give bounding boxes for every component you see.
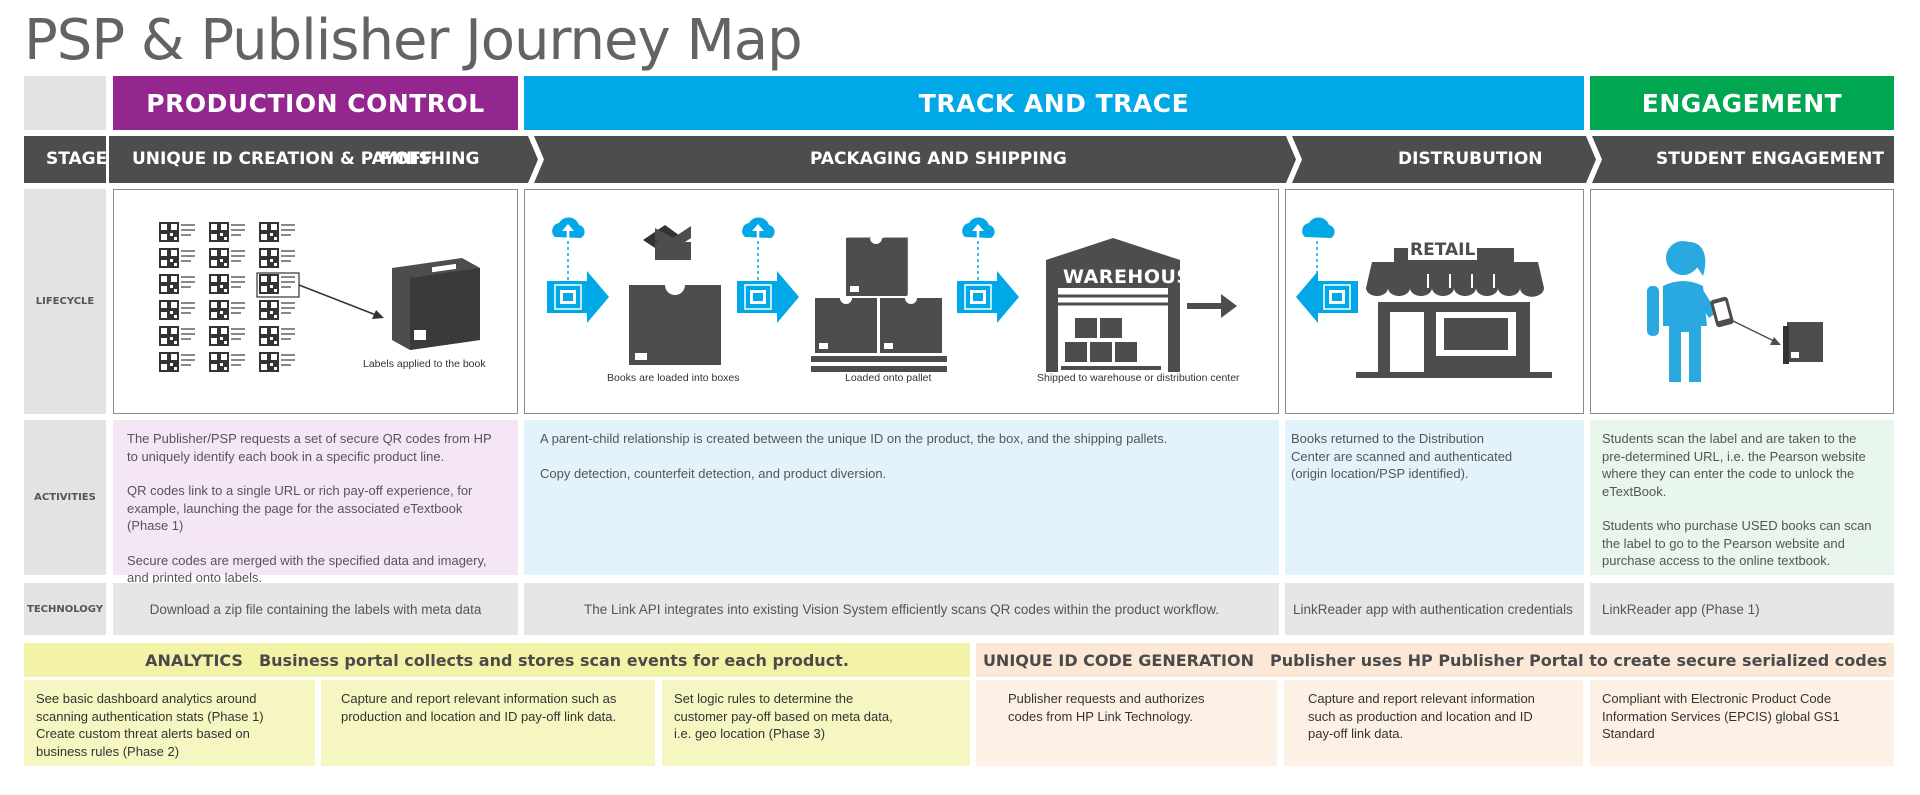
hands-book-icon	[643, 225, 691, 260]
technology-track: The Link API integrates into existing Vi…	[524, 583, 1279, 635]
activities-engagement: Students scan the label and are taken to…	[1590, 420, 1894, 575]
warehouse-sign: WAREHOUSE	[1063, 266, 1205, 288]
uid-subheading: Publisher uses HP Publisher Portal to cr…	[1270, 650, 1888, 670]
page-title: PSP & Publisher Journey Map	[24, 8, 803, 73]
warehouse-icon	[1046, 238, 1180, 372]
stage-distribution: DISTRUBUTION	[1398, 149, 1543, 169]
analytics-subheading: Business portal collects and stores scan…	[258, 650, 849, 670]
uid-heading: UNIQUE ID CODE GENERATION	[982, 650, 1254, 670]
retail-sign: RETAIL	[1408, 240, 1478, 260]
analytics-heading: ANALYTICS	[145, 650, 243, 670]
qr-code-icon	[159, 222, 195, 242]
activity-text: Students who purchase USED books can sca…	[1602, 518, 1872, 568]
caption-warehouse: Shipped to warehouse or distribution cen…	[1037, 372, 1240, 384]
phase-track-and-trace: TRACK AND TRACE	[524, 76, 1584, 130]
lifecycle-engagement	[1590, 189, 1894, 414]
qr-labels-illustration	[159, 222, 480, 372]
stage-student: STUDENT ENGAGEMENT	[1656, 149, 1884, 169]
phase-engagement: ENGAGEMENT	[1590, 76, 1894, 130]
retail-store-icon	[1356, 248, 1552, 378]
uid-header: UNIQUE ID CODE GENERATION Publisher uses…	[976, 643, 1894, 677]
row-label-activities: ACTIVITIES	[24, 420, 106, 575]
technology-distribution: LinkReader app with authentication crede…	[1285, 583, 1584, 635]
technology-production: Download a zip file containing the label…	[113, 583, 518, 635]
row-label-technology: TECHNOLOGY	[24, 583, 106, 635]
retail-illustration	[1296, 217, 1552, 378]
corner-cell	[24, 76, 106, 130]
activities-production: The Publisher/PSP requests a set of secu…	[113, 420, 518, 585]
stage-packaging: PACKAGING AND SHIPPING	[810, 149, 1067, 169]
phase-production-control: PRODUCTION CONTROL	[113, 76, 518, 130]
activity-text: Books returned to the Distribution Cente…	[1291, 431, 1513, 481]
activities-distribution: Books returned to the Distribution Cente…	[1285, 420, 1584, 575]
student-illustration	[1647, 241, 1823, 382]
stage-unique-id: UNIQUE ID CREATION & PAYOFF	[132, 149, 433, 169]
row-label-lifecycle: LIFECYCLE	[24, 189, 106, 414]
stage-bar: STAGE UNIQUE ID CREATION & PAYOFF FINISH…	[24, 136, 1894, 183]
analytics-cell-3: Set logic rules to determine the custome…	[662, 680, 970, 766]
analytics-cell-1: See basic dashboard analytics around sca…	[24, 680, 315, 766]
packaging-illustration	[545, 216, 1237, 372]
student-icon	[1647, 241, 1717, 382]
uid-cell-3: Compliant with Electronic Product Code I…	[1590, 680, 1894, 766]
stage-label: STAGE	[46, 149, 108, 169]
caption-labels-applied: Labels applied to the book	[363, 358, 486, 370]
activity-text: Copy detection, counterfeit detection, a…	[540, 465, 887, 481]
activity-text: Secure codes are merged with the specifi…	[127, 552, 487, 586]
stage-finishing: FINISHING	[380, 149, 480, 169]
lifecycle-distribution: RETAIL	[1285, 189, 1584, 414]
technology-engagement: LinkReader app (Phase 1)	[1590, 583, 1894, 635]
activity-text: QR codes link to a single URL or rich pa…	[127, 483, 473, 533]
stage-chevrons	[24, 136, 1894, 183]
lifecycle-production: Labels applied to the book	[113, 189, 518, 414]
activity-text: A parent-child relationship is created b…	[540, 431, 1168, 446]
caption-pallet: Loaded onto pallet	[845, 372, 932, 384]
scan-arrow-left-icon	[1296, 217, 1358, 323]
activity-text: Students scan the label and are taken to…	[1602, 431, 1866, 499]
lifecycle-track: WAREHOUSE Books are loaded into boxes Lo…	[524, 189, 1279, 414]
uid-cell-1: Publisher requests and authorizes codes …	[976, 680, 1277, 766]
analytics-cell-2: Capture and report relevant information …	[321, 680, 655, 766]
activity-text: The Publisher/PSP requests a set of secu…	[127, 431, 492, 464]
uid-cell-2: Capture and report relevant information …	[1284, 680, 1583, 766]
caption-boxes: Books are loaded into boxes	[607, 372, 740, 384]
analytics-header: ANALYTICS Business portal collects and s…	[24, 643, 970, 677]
book-small-icon	[1783, 322, 1823, 364]
book-icon	[392, 238, 480, 350]
activities-track: A parent-child relationship is created b…	[524, 420, 1279, 575]
